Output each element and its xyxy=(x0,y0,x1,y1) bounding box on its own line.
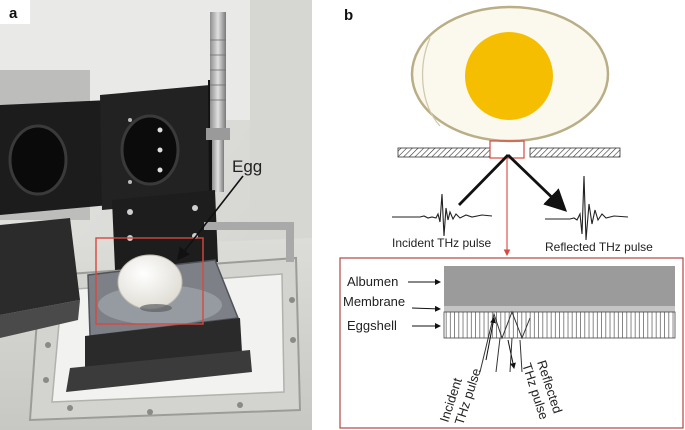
panel-a-label-bg xyxy=(0,0,30,24)
egg-highlight-box xyxy=(95,237,204,325)
incident-pulse-label: Incident THz pulse xyxy=(392,236,491,250)
membrane-arrow xyxy=(411,305,441,312)
incident-waveform xyxy=(392,193,493,237)
albumen-layer xyxy=(444,266,675,306)
panel-b-schematic: b Incident THz pulse Reflected THz pulse… xyxy=(339,5,684,429)
incident-beam xyxy=(458,154,509,206)
eggshell-label: Eggshell xyxy=(347,318,397,333)
inset-ray-paths xyxy=(479,310,531,373)
egg-label: Egg xyxy=(232,157,262,176)
panel-a-label: a xyxy=(9,5,18,22)
holder-right xyxy=(529,147,621,158)
reflected-waveform xyxy=(545,175,629,241)
egg-schematic xyxy=(410,5,610,143)
eggshell-layer xyxy=(443,311,676,339)
panel-a-photo: Egg a xyxy=(0,0,312,430)
membrane-label: Membrane xyxy=(343,294,405,309)
yolk xyxy=(465,32,553,120)
inset-reflected-arrow xyxy=(507,339,516,369)
egg-pointer-arrow xyxy=(177,175,244,261)
reflected-pulse-label: Reflected THz pulse xyxy=(545,240,653,254)
panel-b-label: b xyxy=(344,7,353,24)
membrane-layer xyxy=(444,306,675,312)
holder-left xyxy=(397,147,491,158)
reflected-beam xyxy=(507,153,568,212)
albumen-label: Albumen xyxy=(347,274,398,289)
inset-incident-arrow xyxy=(485,317,497,361)
